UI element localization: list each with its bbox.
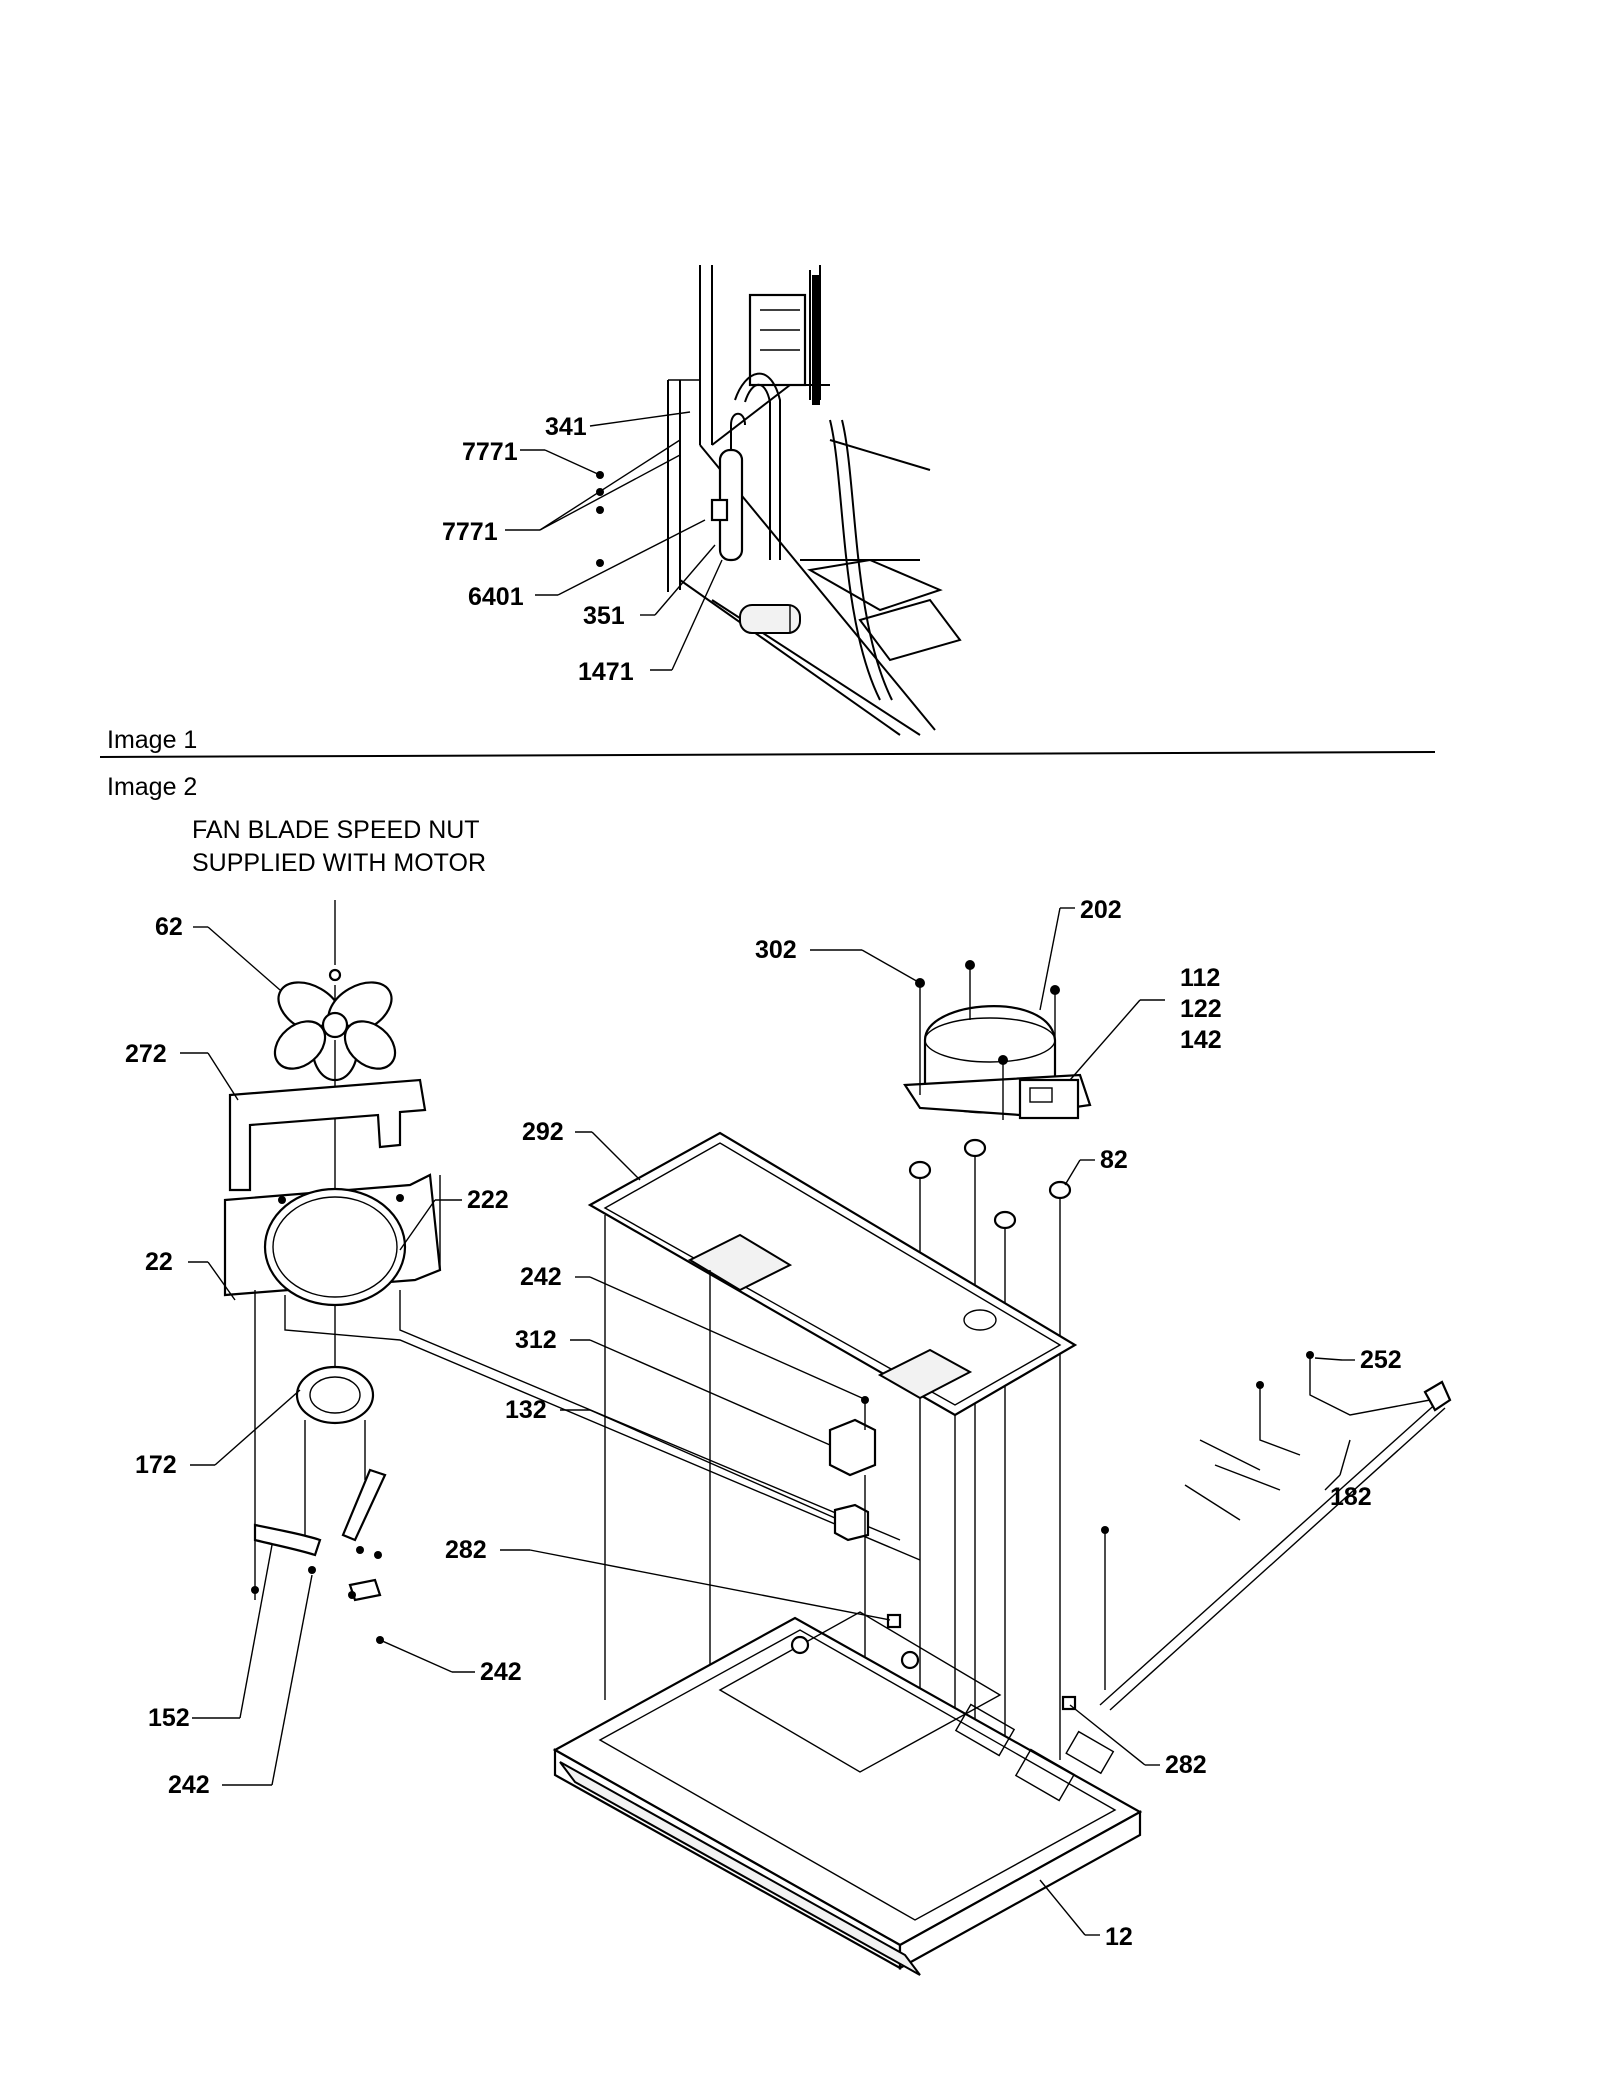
- label-182: 182: [1330, 1483, 1372, 1511]
- compressor-icon: [903, 1005, 1092, 1120]
- label-292: 292: [522, 1118, 564, 1146]
- base-pan-icon: [552, 1611, 1143, 1976]
- note-line-2: SUPPLIED WITH MOTOR: [192, 849, 486, 877]
- label-222: 222: [467, 1186, 509, 1214]
- caption-image1: Image 1: [107, 726, 197, 754]
- label-1471: 1471: [578, 658, 634, 686]
- label-272: 272: [125, 1040, 167, 1068]
- note-line-1: FAN BLADE SPEED NUT: [192, 816, 480, 844]
- label-282-a: 282: [445, 1536, 487, 1564]
- label-62: 62: [155, 913, 183, 941]
- label-112: 112: [1180, 964, 1220, 992]
- label-252: 252: [1360, 1346, 1402, 1374]
- caption-image2: Image 2: [107, 773, 197, 801]
- label-6401: 6401: [468, 583, 524, 611]
- label-12: 12: [1105, 1923, 1133, 1951]
- label-341: 341: [545, 413, 587, 441]
- label-242-b: 242: [480, 1658, 522, 1686]
- label-7771-a: 7771: [462, 438, 518, 466]
- label-132: 132: [505, 1396, 547, 1424]
- label-82: 82: [1100, 1146, 1128, 1174]
- image1-drawing: [596, 265, 962, 736]
- label-152: 152: [148, 1704, 190, 1732]
- fan-blade-icon: [273, 968, 397, 1082]
- label-302: 302: [755, 936, 797, 964]
- image1-leaders: [505, 411, 723, 671]
- image2-drawing: [223, 960, 1452, 1976]
- label-351: 351: [583, 602, 625, 630]
- label-172: 172: [135, 1451, 177, 1479]
- image2-leaders: [180, 900, 1355, 1936]
- section-divider: [99, 751, 1436, 758]
- label-122: 122: [1180, 995, 1222, 1023]
- label-7771-b: 7771: [442, 518, 498, 546]
- label-312: 312: [515, 1326, 557, 1354]
- label-282-b: 282: [1165, 1751, 1207, 1779]
- label-22: 22: [145, 1248, 173, 1276]
- label-142: 142: [1180, 1026, 1222, 1054]
- label-202: 202: [1080, 896, 1122, 924]
- label-242-c: 242: [168, 1771, 210, 1799]
- label-242-a: 242: [520, 1263, 562, 1291]
